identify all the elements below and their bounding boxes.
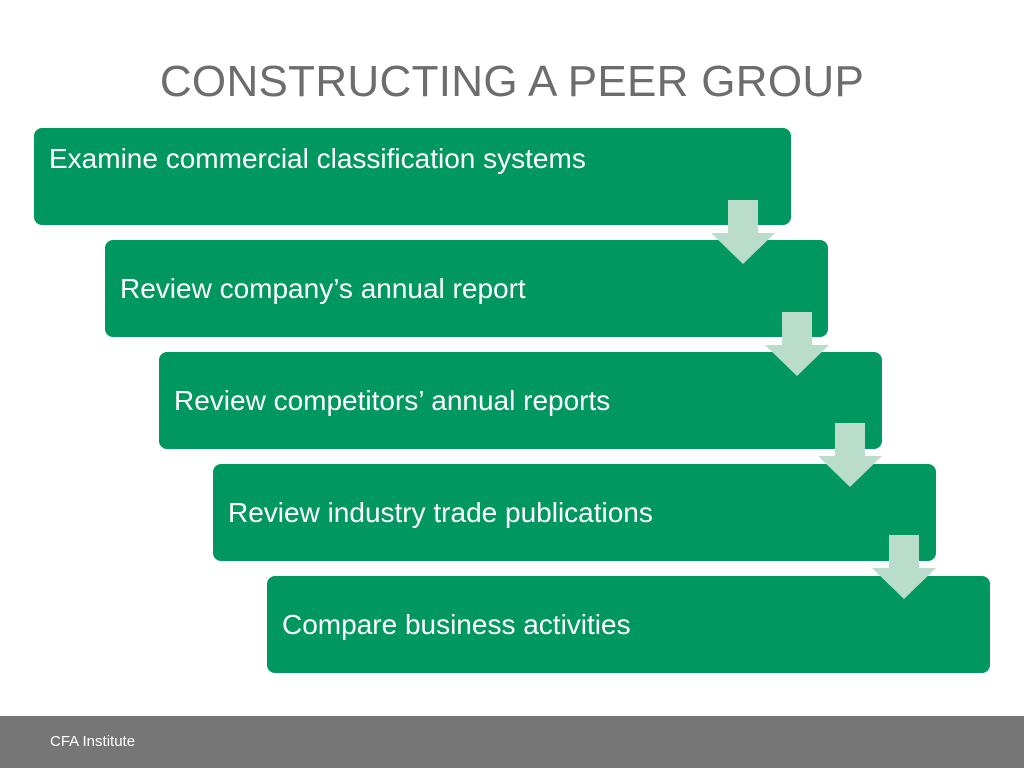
footer-bar: CFA Institute: [0, 716, 1024, 768]
slide-title: CONSTRUCTING A PEER GROUP: [159, 57, 865, 106]
step-label: Review company’s annual report: [120, 272, 526, 304]
step-compare-business-activities: Compare business activities: [267, 576, 990, 673]
step-label: Examine commercial classification system…: [49, 143, 586, 174]
step-review-company-annual-report: Review company’s annual report: [105, 240, 828, 337]
down-arrow-icon: [711, 200, 775, 264]
down-arrow-icon: [872, 535, 936, 599]
footer-brand: CFA Institute: [50, 733, 136, 750]
down-arrow-icon: [818, 423, 882, 487]
step-label: Compare business activities: [282, 608, 631, 640]
down-arrow-icon: [765, 312, 829, 376]
step-examine-classification-systems: Examine commercial classification system…: [34, 128, 791, 225]
step-review-competitors-annual-reports: Review competitors’ annual reports: [159, 352, 882, 449]
step-label: Review competitors’ annual reports: [174, 384, 611, 416]
step-label: Review industry trade publications: [228, 496, 653, 528]
step-review-industry-trade-publications: Review industry trade publications: [213, 464, 936, 561]
